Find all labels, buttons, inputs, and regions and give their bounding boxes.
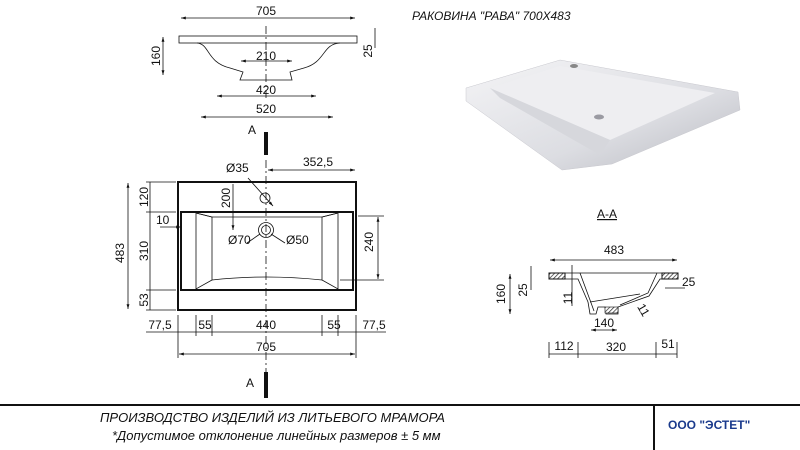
top-width-label: 705 [256, 4, 276, 18]
drain-width-label: 210 [256, 49, 276, 63]
bottom-dim-5: 77,5 [362, 318, 386, 332]
bowl-top-label: 520 [256, 102, 276, 116]
front-label: 53 [137, 293, 151, 307]
section-height-label: 160 [494, 284, 508, 304]
section-view: A-A 483 160 25 11 25 140 11 112 320 51 [494, 207, 696, 358]
section-marker-bottom: A [246, 376, 254, 390]
bottom-dim-4: 55 [327, 318, 341, 332]
hole-offset-label: 352,5 [303, 155, 333, 169]
bowl-depth-label: 240 [362, 232, 376, 252]
wall-slope-label: 11 [634, 301, 653, 319]
drain-outer [258, 222, 274, 238]
technical-drawing: РАКОВИНА "РАВА" 700X483 705 160 25 210 4… [113, 4, 741, 398]
section-width-label: 483 [604, 243, 624, 257]
plan-view: Ø35 352,5 200 Ø70 Ø50 240 483 120 310 53… [113, 155, 386, 372]
drawing-title: РАКОВИНА "РАВА" 700X483 [412, 9, 571, 23]
plan-total-width-label: 705 [256, 340, 276, 354]
wall-left-label: 11 [561, 291, 575, 304]
foot-label: 140 [594, 316, 614, 330]
section-title: A-A [597, 207, 617, 221]
footer-divider [653, 406, 655, 450]
sink-render [465, 59, 741, 171]
bottom-dim-3: 440 [256, 318, 276, 332]
section-bottom-dim-2: 320 [606, 340, 626, 354]
drain-inner-label: Ø50 [286, 233, 309, 247]
side-wall-label: 10 [156, 213, 170, 227]
back-label: 120 [137, 187, 151, 207]
bowl-length-label: 310 [137, 241, 151, 261]
bowl-bottom-label: 420 [256, 83, 276, 97]
wall-right-label: 25 [682, 275, 696, 289]
faucet-hole [259, 192, 271, 204]
section-bottom-dim-1: 112 [554, 339, 573, 353]
top-view: 705 160 25 210 420 520 [149, 4, 376, 119]
drain-outer-label: Ø70 [228, 233, 251, 247]
footer-line-2: *Допустимое отклонение линейных размеров… [112, 428, 441, 443]
title-block: ПРОИЗВОДСТВО ИЗДЕЛИЙ ИЗ ЛИТЬЕВОГО МРАМОР… [0, 404, 800, 450]
section-marker-top: A [248, 123, 256, 137]
section-rim-label: 25 [516, 283, 530, 297]
bottom-dim-1: 77,5 [148, 318, 172, 332]
top-rim-label: 25 [361, 44, 375, 58]
hole-dia-label: Ø35 [226, 161, 249, 175]
section-bottom-dim-3: 51 [661, 337, 675, 351]
drain-inner [261, 225, 271, 235]
total-depth-label: 483 [113, 243, 127, 263]
company-name: ООО "ЭСТЕТ" [668, 418, 751, 432]
footer-line-1: ПРОИЗВОДСТВО ИЗДЕЛИЙ ИЗ ЛИТЬЕВОГО МРАМОР… [100, 410, 445, 425]
hole-to-drain-label: 200 [219, 188, 233, 208]
top-height-label: 160 [149, 46, 163, 66]
bottom-dim-2: 55 [198, 318, 212, 332]
